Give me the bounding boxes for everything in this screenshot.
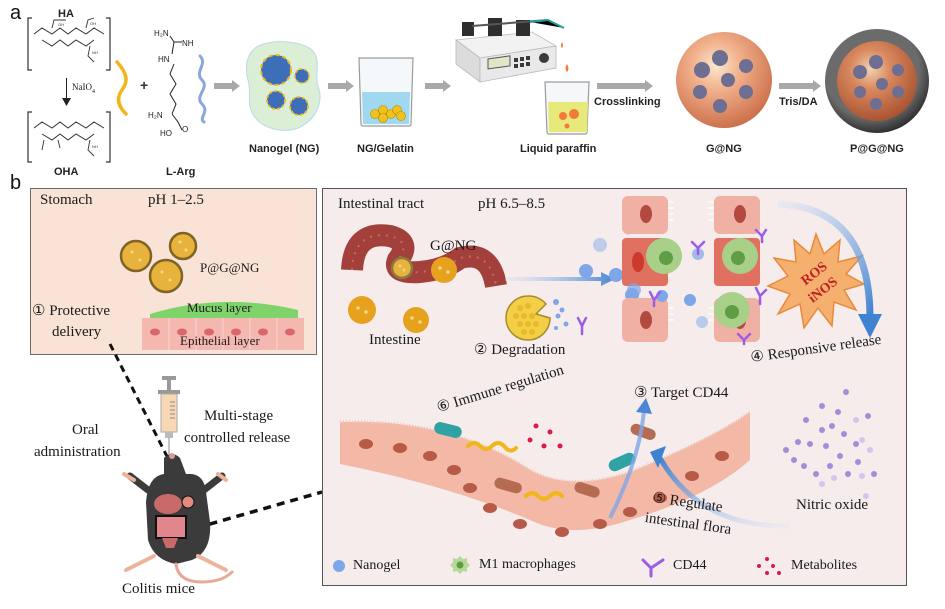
ha-strand-icon bbox=[115, 60, 128, 116]
oral-label-line2: administration bbox=[34, 444, 121, 460]
process-arrow-3 bbox=[425, 80, 451, 92]
colitis-mouse-illustration bbox=[122, 453, 234, 584]
naio4-subscript: 4 bbox=[92, 88, 95, 95]
intestinal-wall-bacteria-illustration bbox=[339, 410, 751, 537]
step5-number: ⑤ bbox=[651, 489, 668, 508]
intestine-label: Intestine bbox=[369, 332, 421, 348]
beaker-ng-gelatin-illustration bbox=[358, 57, 414, 127]
step-label-gang: G@NG bbox=[706, 143, 742, 155]
svg-text:HN: HN bbox=[158, 55, 170, 64]
epithelial-layer-label: Epithelial layer bbox=[180, 333, 260, 348]
oral-label-line1: Oral bbox=[72, 422, 99, 438]
stomach-title: Stomach bbox=[40, 192, 93, 208]
step-label-nanogel: Nanogel (NG) bbox=[249, 143, 320, 155]
svg-text:NH: NH bbox=[182, 39, 194, 48]
process-arrow-trisda bbox=[779, 80, 821, 92]
pgng-particles-illustration bbox=[119, 231, 198, 294]
step3-number: ③ bbox=[634, 385, 648, 401]
ha-structure-icon: OH OH NH bbox=[27, 17, 111, 71]
epithelium-macrophage-illustration bbox=[622, 196, 768, 346]
droplet-icon bbox=[565, 64, 569, 72]
svg-text:OH: OH bbox=[58, 22, 64, 27]
mucus-layer-label: Mucus layer bbox=[187, 300, 252, 315]
legend-item-macrophage: M1 macrophages bbox=[449, 555, 576, 575]
degraded-nanogel-particle-illustration bbox=[505, 295, 588, 341]
stomach-particle-label: P@G@NG bbox=[200, 260, 260, 275]
oha-label: OHA bbox=[54, 166, 79, 178]
oral-syringe-icon bbox=[158, 376, 180, 456]
macrophage-icon bbox=[450, 556, 470, 574]
step1-text-line2: delivery bbox=[52, 324, 102, 340]
colitis-mice-caption: Colitis mice bbox=[122, 581, 195, 597]
legend-label-nanogel: Nanogel bbox=[353, 558, 401, 573]
step1-number: ① bbox=[32, 303, 46, 319]
svg-text:H₂N: H₂N bbox=[154, 29, 169, 38]
l-arginine-structure-icon: H₂N NH HN H₂N HO O bbox=[148, 29, 194, 138]
svg-text:NH: NH bbox=[92, 50, 98, 55]
mucus-epithelium-illustration bbox=[142, 301, 304, 350]
process-arrow-1 bbox=[214, 80, 240, 92]
step3-label: ③ Target CD44 bbox=[634, 383, 728, 402]
plus-sign: + bbox=[140, 77, 149, 93]
naio4-text: NaIO bbox=[72, 82, 92, 92]
panel-a-letter: a bbox=[10, 2, 22, 24]
oha-structure-icon: NH bbox=[27, 111, 111, 163]
step2-text: Degradation bbox=[491, 342, 566, 358]
step3-text: Target CD44 bbox=[650, 385, 729, 401]
legend-label-macrophage: M1 macrophages bbox=[479, 557, 576, 572]
cd44-antibody-icon bbox=[641, 558, 665, 578]
step-label-ng-gelatin: NG/Gelatin bbox=[357, 143, 414, 155]
regulate-flora-arrow bbox=[608, 398, 791, 529]
down-arrow-icon bbox=[62, 98, 71, 106]
legend-label-cd44: CD44 bbox=[673, 558, 707, 573]
step1-label: ① Protective bbox=[32, 301, 110, 320]
legend-item-metabolites: Metabolites bbox=[755, 556, 857, 576]
gelatin-nanogel-sphere-illustration bbox=[676, 32, 772, 128]
svg-text:HO: HO bbox=[160, 129, 172, 138]
svg-text:O: O bbox=[182, 125, 188, 134]
naio4-label: NaIO4 bbox=[72, 82, 95, 95]
transport-arrow bbox=[505, 272, 615, 286]
process-arrow-2 bbox=[328, 80, 354, 92]
svg-text:H₂N: H₂N bbox=[148, 111, 163, 120]
panel-b-letter: b bbox=[10, 172, 22, 194]
responsive-release-arrow bbox=[777, 200, 882, 338]
step1-text-line1: Protective bbox=[49, 303, 111, 319]
nanogel-dot-icon bbox=[333, 560, 345, 572]
syringe-pump-illustration bbox=[454, 18, 565, 83]
legend-item-cd44: CD44 bbox=[641, 556, 707, 578]
nitric-oxide-dots-illustration bbox=[783, 389, 877, 499]
svg-text:OH: OH bbox=[90, 21, 96, 26]
metabolites-dots-icon bbox=[757, 557, 781, 575]
beaker-liquid-paraffin-illustration bbox=[544, 81, 590, 135]
naio4-arrow bbox=[66, 78, 67, 102]
l-arg-label: L-Arg bbox=[166, 166, 196, 178]
crosslinking-label: Crosslinking bbox=[594, 96, 661, 108]
legend-label-metabolites: Metabolites bbox=[791, 558, 858, 573]
intestine-tube-illustration bbox=[341, 224, 507, 333]
larg-strand-icon bbox=[197, 54, 207, 124]
multistage-label-line1: Multi-stage bbox=[204, 408, 274, 424]
pda-coated-sphere-illustration bbox=[825, 29, 929, 133]
gang-label: G@NG bbox=[430, 238, 477, 254]
step2-label: ② Degradation bbox=[474, 340, 565, 359]
ha-label: HA bbox=[58, 8, 74, 20]
intestinal-title: Intestinal tract bbox=[338, 196, 425, 212]
stomach-ph: pH 1–2.5 bbox=[148, 192, 204, 208]
multistage-label-line2: controlled release bbox=[184, 430, 291, 446]
step-label-liquid-paraffin: Liquid paraffin bbox=[520, 143, 597, 155]
ros-inos-burst-icon: ROS iNOS bbox=[766, 231, 866, 330]
process-arrow-crosslinking bbox=[597, 80, 653, 92]
legend-item-nanogel: Nanogel bbox=[333, 558, 400, 574]
nanogel-illustration bbox=[245, 41, 321, 131]
nitric-oxide-label: Nitric oxide bbox=[796, 497, 869, 513]
step4-number: ④ bbox=[749, 348, 766, 367]
svg-text:NH: NH bbox=[92, 144, 98, 149]
intestinal-ph: pH 6.5–8.5 bbox=[478, 196, 546, 212]
step-label-pgng: P@G@NG bbox=[850, 143, 904, 155]
step2-number: ② bbox=[474, 342, 488, 358]
trisda-label: Tris/DA bbox=[779, 96, 818, 108]
